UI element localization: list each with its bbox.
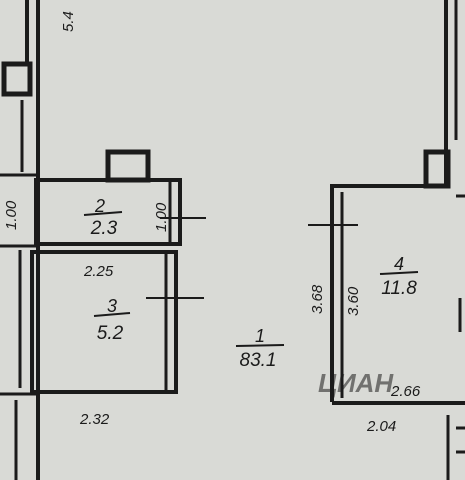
room-4-area: 11.8 — [381, 278, 417, 299]
room-2-area: 2.3 — [90, 218, 118, 239]
dim-room-4-left-outer: 3.68 — [309, 284, 326, 314]
dim-room-4-bottom-inner: 2.66 — [390, 383, 421, 400]
room-2-label: 2 2.3 — [83, 196, 123, 239]
room-3-number: 3 — [107, 296, 117, 316]
room-2-fraction-bar — [83, 211, 123, 216]
dim-top: 5.4 — [60, 11, 77, 32]
room-1-fraction-bar — [235, 344, 285, 347]
room-1-area: 83.1 — [240, 350, 277, 371]
room-1-number: 1 — [255, 326, 265, 346]
dim-left-wall: 1.00 — [3, 200, 20, 230]
left-column-marker — [1, 61, 33, 97]
room-3-outline — [30, 250, 178, 394]
dim-room-4-bottom-outer: 2.04 — [366, 418, 396, 435]
room-1-label: 1 83.1 — [235, 326, 285, 371]
room-4-number: 4 — [394, 254, 404, 274]
room-2-number: 2 — [94, 196, 105, 216]
room-4-label: 4 11.8 — [379, 254, 419, 299]
bottom-right-walls — [446, 298, 465, 480]
dim-room-3-top: 2.25 — [83, 263, 114, 280]
room-4-fraction-bar — [379, 271, 419, 275]
room-3-fraction-bar — [93, 312, 131, 317]
vent-shaft — [105, 149, 151, 183]
dim-room-3-bottom: 2.32 — [79, 411, 110, 428]
dim-room-4-left-inner: 3.60 — [345, 286, 362, 316]
watermark: ЦИАН — [318, 368, 394, 398]
dim-room-2-side: 1.00 — [153, 202, 170, 232]
room-3-label: 3 5.2 — [93, 296, 131, 344]
right-column-marker — [423, 149, 451, 189]
room-3-area: 5.2 — [97, 323, 124, 344]
